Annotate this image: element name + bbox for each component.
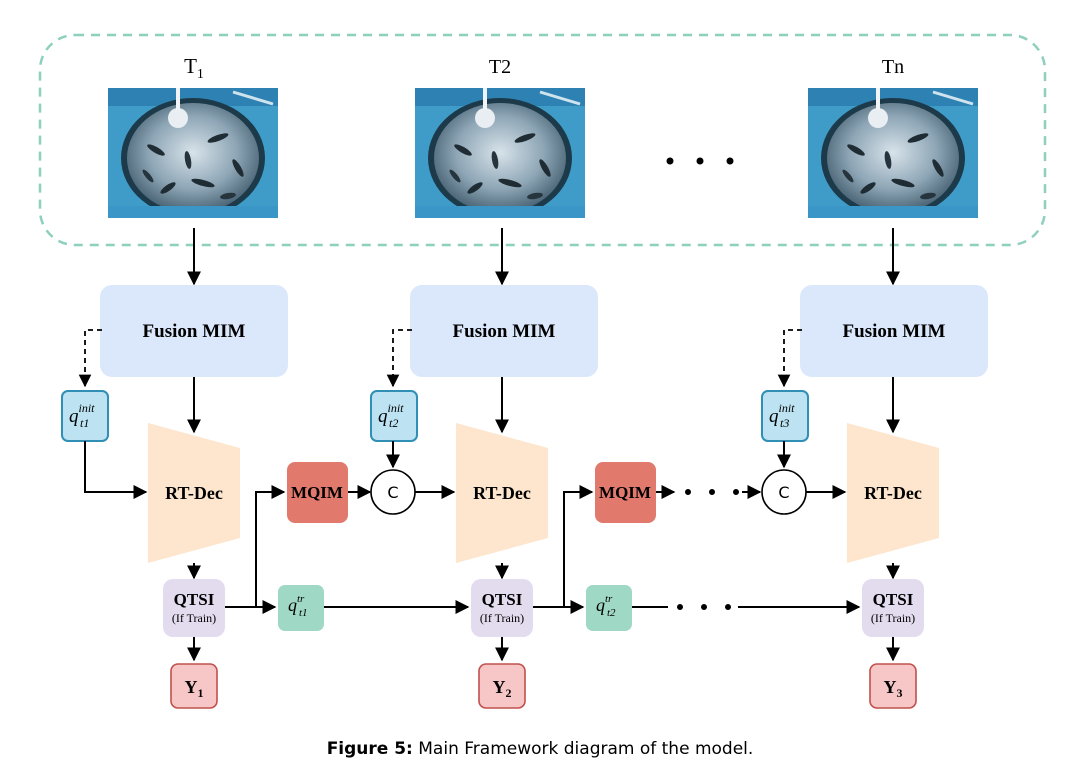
svg-text:(If Train): (If Train) [871, 611, 915, 625]
svg-text:QTSI: QTSI [174, 590, 215, 609]
frame-image-2 [413, 86, 587, 220]
figure-caption: Figure 5: Main Framework diagram of the … [327, 739, 754, 759]
temporal-ellipsis-middle [685, 489, 739, 495]
qtsi-1: QTSI (If Train) [163, 579, 225, 637]
rt-dec-3: RT-Dec [847, 423, 939, 563]
svg-text:(If Train): (If Train) [172, 611, 216, 625]
svg-text:RT-Dec: RT-Dec [864, 483, 922, 503]
svg-text:Y3: Y3 [884, 677, 903, 700]
svg-text:Fusion MIM: Fusion MIM [453, 321, 556, 342]
qtsi-2: QTSI (If Train) [471, 579, 533, 637]
svg-text:Y1: Y1 [185, 677, 204, 700]
svg-text:C: C [387, 483, 398, 502]
rt-dec-2: RT-Dec [456, 423, 548, 563]
svg-text:Y2: Y2 [493, 677, 512, 700]
frame-label-1: T1 [184, 54, 204, 82]
svg-text:RT-Dec: RT-Dec [473, 483, 531, 503]
frame-label-2: T2 [489, 56, 511, 78]
rt-dec-1: RT-Dec [148, 423, 240, 563]
mqim-2: MQIM [595, 462, 656, 523]
svg-text:Fusion MIM: Fusion MIM [843, 321, 946, 342]
svg-text:MQIM: MQIM [599, 483, 651, 502]
input-frames-group [38, 33, 1047, 247]
concat-node-2: C [761, 469, 807, 515]
frame-image-3 [806, 86, 980, 220]
fusion-mim-2: Fusion MIM [410, 285, 598, 377]
svg-text:QTSI: QTSI [482, 590, 523, 609]
mqim-1: MQIM [287, 462, 348, 523]
fusion-mim-1: Fusion MIM [100, 285, 288, 377]
output-y2: Y2 [478, 663, 526, 709]
svg-text:Fusion MIM: Fusion MIM [143, 321, 246, 342]
fusion-mim-3: Fusion MIM [800, 285, 988, 377]
svg-text:C: C [778, 483, 789, 502]
concat-node-1: C [370, 469, 416, 515]
qtsi-3: QTSI (If Train) [862, 579, 924, 637]
output-y3: Y3 [869, 663, 917, 709]
frame-image-1 [106, 86, 280, 220]
svg-text:(If Train): (If Train) [480, 611, 524, 625]
svg-text:MQIM: MQIM [291, 483, 343, 502]
frame-label-3: Tn [882, 56, 904, 78]
svg-text:RT-Dec: RT-Dec [165, 483, 223, 503]
output-y1: Y1 [170, 663, 218, 709]
frame-ellipsis [666, 157, 734, 165]
svg-text:QTSI: QTSI [873, 590, 914, 609]
temporal-ellipsis-bottom [677, 604, 731, 610]
